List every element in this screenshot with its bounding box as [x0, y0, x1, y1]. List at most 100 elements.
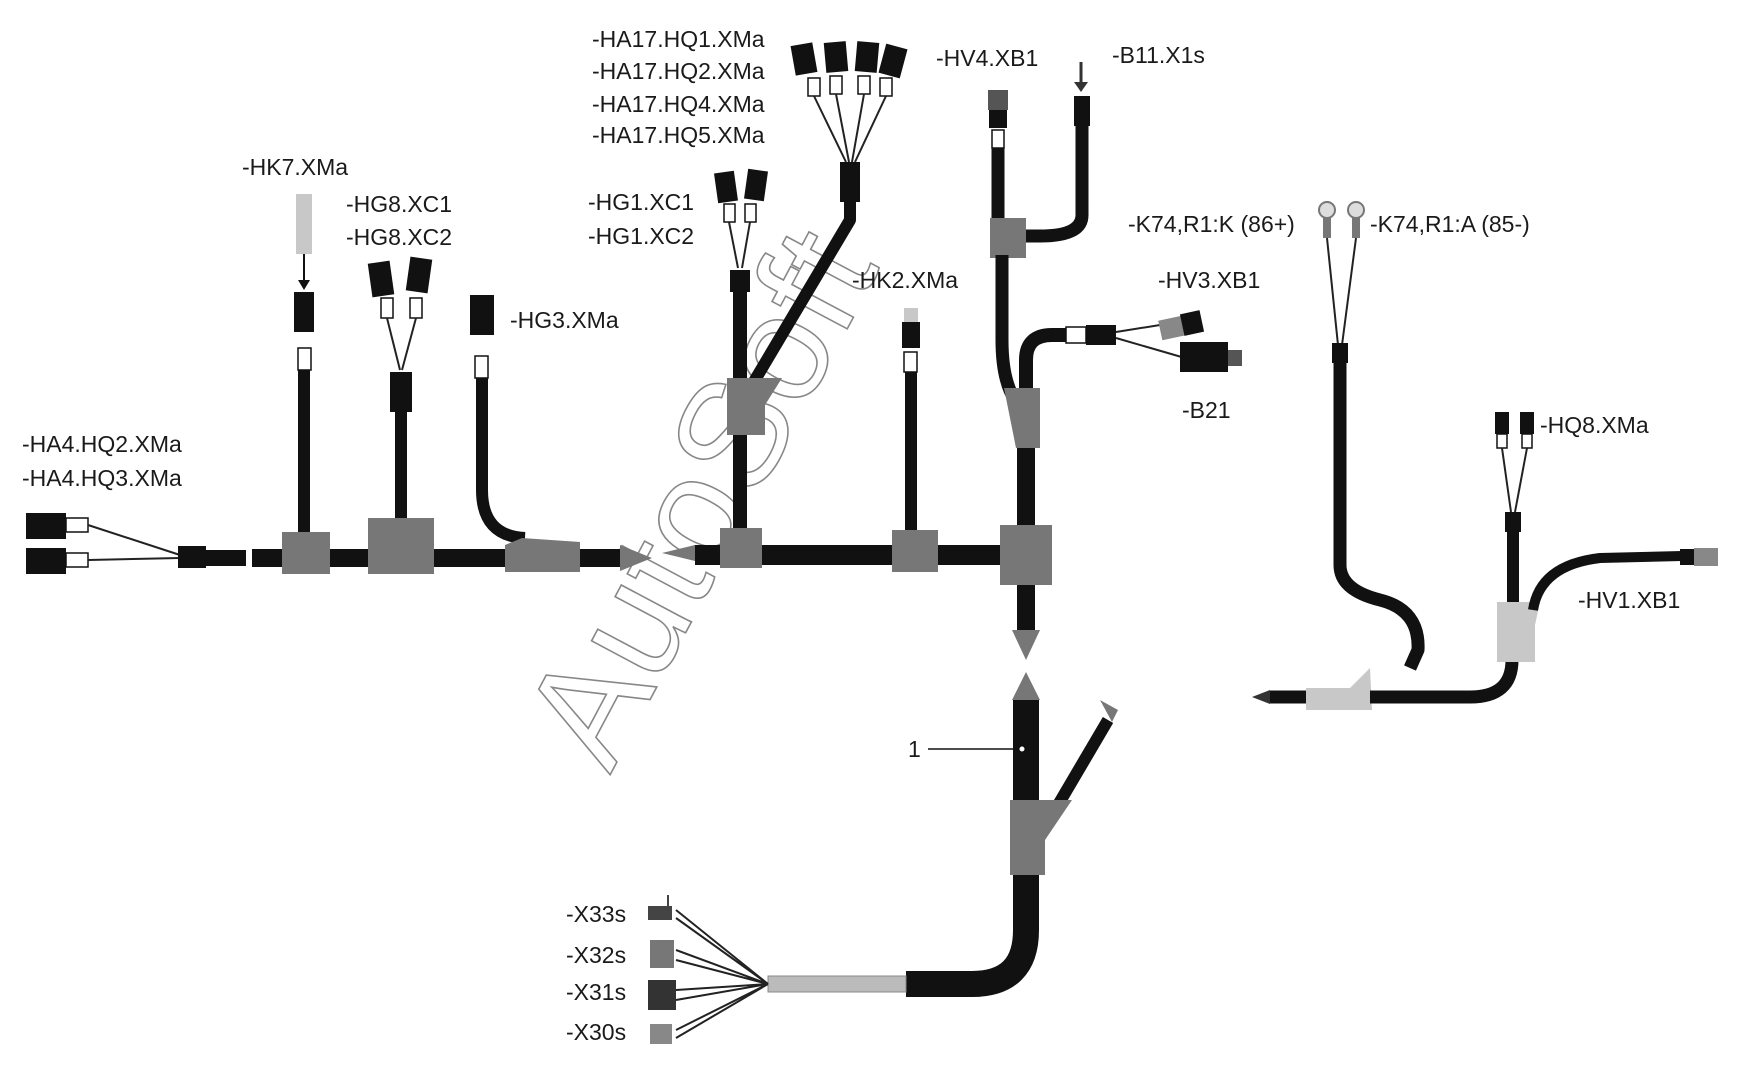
fanout-wires: [675, 909, 769, 1039]
label-hg8-xc2: -HG8.XC2: [346, 224, 452, 250]
hg1-ha17-tee: [727, 378, 782, 435]
label-hg8-xc1: -HG8.XC1: [346, 191, 452, 217]
hv3-seal: [1065, 326, 1087, 344]
label-x32s: -X32s: [566, 942, 626, 968]
ha17-hq1-connector: [790, 42, 818, 76]
ha17-wires: [813, 93, 887, 163]
hg1-xc1-connector: [714, 170, 738, 204]
left-harness: [26, 194, 652, 574]
x30s-connector: [650, 1024, 672, 1044]
hg1-xc2-seal: [744, 203, 757, 223]
label-ha17-hq5: -HA17.HQ5.XMa: [592, 122, 765, 148]
right-trunk-arrow: [1252, 690, 1270, 704]
hk7-mating-connector: [294, 292, 314, 332]
label-hv3: -HV3.XB1: [1158, 267, 1260, 293]
ha4-wires: [87, 524, 181, 561]
label-hg1-xc1: -HG1.XC1: [588, 189, 694, 215]
ha17-hq5-seal: [879, 77, 893, 97]
ha17-hq1-seal: [807, 77, 821, 97]
hk2-connector-tip: [904, 308, 918, 326]
hq8-connector-1: [1495, 412, 1509, 434]
hv4-seal: [991, 129, 1005, 149]
hg1-splice: [730, 270, 750, 292]
hk7-connector: [296, 194, 312, 254]
b11-connector: [1074, 96, 1090, 126]
ha4-sleeve: [206, 550, 246, 566]
hg3-tee: [505, 538, 580, 572]
hg8-xc2-seal: [409, 297, 423, 319]
label-x31s: -X31s: [566, 979, 626, 1005]
main-junction-tee: [1000, 525, 1052, 585]
hg8-xc1-connector: [367, 260, 395, 298]
x32s-connector: [650, 940, 674, 968]
k74-splice: [1332, 343, 1348, 363]
label-ha17-hq1: -HA17.HQ1.XMa: [592, 26, 765, 52]
hv4-body: [989, 110, 1007, 128]
k74-wires: [1326, 237, 1357, 346]
hv1-splice: [1680, 549, 1694, 565]
bottom-sleeve: [767, 975, 907, 993]
hq8-splice: [1505, 512, 1521, 532]
k74-k-crimp: [1323, 218, 1331, 238]
label-ha17-hq2: -HA17.HQ2.XMa: [592, 58, 765, 84]
label-x30s: -X30s: [566, 1019, 626, 1045]
ha4-hq3-connector: [26, 548, 66, 574]
watermark: AutoSoft: [489, 202, 909, 791]
hg8-wires: [386, 317, 417, 371]
label-hk2: -HK2.XMa: [852, 267, 958, 293]
hg1-tee: [720, 528, 762, 568]
hv1-branch: [1528, 551, 1683, 612]
hg1-xc2-connector: [744, 168, 768, 202]
hv3-wires: [1115, 324, 1186, 359]
middle-harness: [662, 41, 1242, 660]
left-trunk-arrow: [620, 545, 652, 571]
hq8-wires: [1501, 447, 1528, 513]
hg8-xc1-seal: [380, 297, 394, 319]
hk2-seal: [903, 351, 918, 373]
right-harness: [1252, 201, 1718, 710]
bottom-tee: [1010, 800, 1072, 875]
x31s-connector: [648, 980, 676, 1010]
hk2-tee: [892, 530, 938, 572]
hg3-branch: [476, 378, 526, 544]
hv1-connector: [1694, 548, 1718, 566]
hg3-seal: [474, 355, 489, 379]
callout-1-dot: [1018, 745, 1026, 753]
watermark-text: AutoSoft: [490, 203, 908, 790]
label-hg3: -HG3.XMa: [510, 307, 619, 333]
ha17-hq4-connector: [854, 41, 880, 73]
hg1-xc1-seal: [723, 203, 736, 223]
right-trunk: [1370, 659, 1519, 704]
label-callout-1: 1: [908, 736, 921, 762]
label-k74-a: -K74,R1:A (85-): [1370, 211, 1530, 237]
hg1-wires: [728, 221, 751, 269]
bottom-trunk-curve: [906, 875, 1039, 997]
ha17-branch: [746, 200, 856, 389]
hv3-branch: [1019, 328, 1068, 425]
bottom-up-arrow: [1012, 672, 1040, 700]
hk7-arrow-head: [298, 280, 310, 290]
hv4-connector: [988, 90, 1008, 110]
bottom-side-arrow: [1100, 700, 1118, 722]
ha4-hq2-connector: [26, 513, 66, 539]
b21-sensor: [1180, 342, 1228, 372]
label-hv1: -HV1.XB1: [1578, 587, 1680, 613]
labels: -HA4.HQ2.XMa -HA4.HQ3.XMa -HK7.XMa -HG8.…: [22, 26, 1680, 1045]
label-ha4-hq2: -HA4.HQ2.XMa: [22, 431, 182, 457]
hv4-b11-branches: [991, 126, 1089, 243]
b11-arrow-head: [1074, 82, 1088, 92]
trunk-down-arrow: [1012, 630, 1040, 660]
label-b21: -B21: [1182, 397, 1231, 423]
label-b11: -B11.X1s: [1112, 42, 1205, 68]
hq8-tee: [1497, 602, 1540, 662]
bottom-harness: [648, 672, 1118, 1044]
label-ha4-hq3: -HA4.HQ3.XMa: [22, 465, 182, 491]
label-hk7: -HK7.XMa: [242, 154, 348, 180]
hv3-body: [1086, 325, 1116, 345]
middle-trunk-arrow: [662, 545, 695, 561]
label-k74-k: -K74,R1:K (86+): [1128, 211, 1295, 237]
hq8-connector-2: [1520, 412, 1534, 434]
ha4-hq3-seal: [65, 552, 89, 568]
ha4-hq2-seal: [65, 517, 89, 533]
